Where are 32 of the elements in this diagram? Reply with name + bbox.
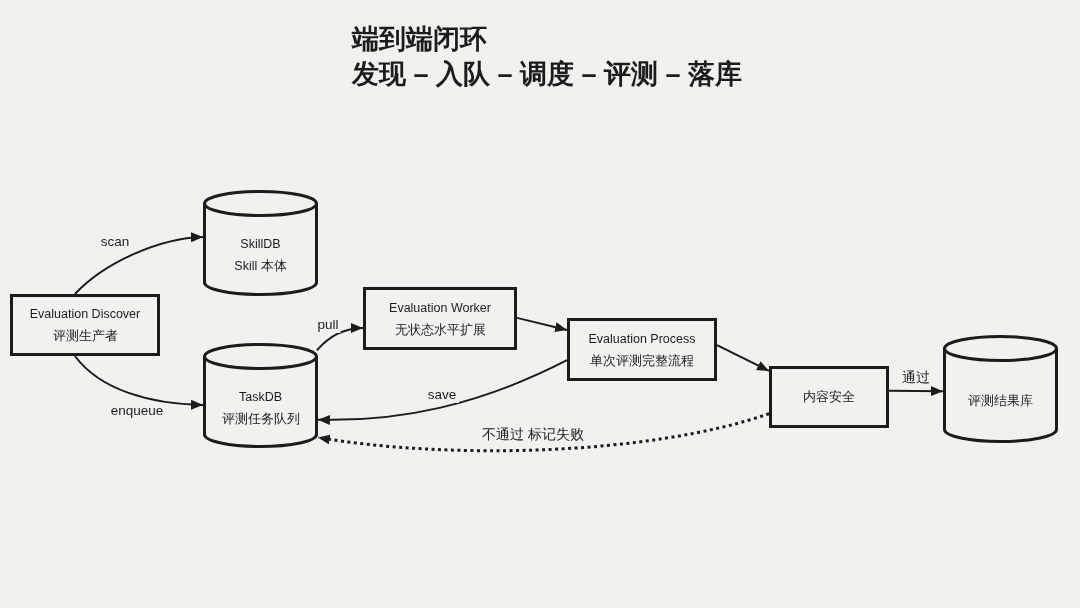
- node-description: 无状态水平扩展: [394, 321, 486, 338]
- arrow: [716, 344, 770, 372]
- arrow: [516, 316, 568, 332]
- arrow: [73, 355, 204, 410]
- node-title: SkillDB: [240, 236, 281, 252]
- arrow: [317, 359, 568, 425]
- process-box: [10, 294, 160, 356]
- edge-label: pull: [315, 317, 341, 333]
- process-box: [363, 287, 517, 350]
- node-label: 评测结果库: [968, 393, 1033, 409]
- node-description: 评测任务队列: [221, 410, 300, 427]
- edge-label: 通过: [900, 370, 932, 386]
- node-title: TaskDB: [238, 388, 283, 405]
- arrow: [315, 323, 364, 352]
- node-title: Evaluation Process: [588, 330, 696, 347]
- node-description: 单次评测完整流程: [590, 352, 694, 369]
- node-label: 内容安全: [803, 389, 855, 405]
- node-description: Skill 本体: [234, 258, 287, 274]
- title: 端到端闭环: [352, 23, 487, 56]
- dotted-arrow: [317, 412, 770, 453]
- edge-label: 不通过 标记失败: [480, 427, 586, 443]
- process-box: [769, 366, 889, 428]
- node-title: Evaluation Discover: [29, 306, 141, 322]
- arrow: [73, 232, 204, 295]
- node-description: 评测生产者: [52, 328, 118, 344]
- database-cylinder: [203, 343, 318, 448]
- subtitle: 发现 – 入队 – 调度 – 评测 – 落库: [352, 58, 743, 91]
- node-title: Evaluation Worker: [389, 299, 491, 316]
- database-cylinder: [203, 190, 318, 296]
- process-box: [567, 318, 717, 381]
- arrow: [888, 386, 944, 397]
- database-cylinder: [943, 335, 1058, 443]
